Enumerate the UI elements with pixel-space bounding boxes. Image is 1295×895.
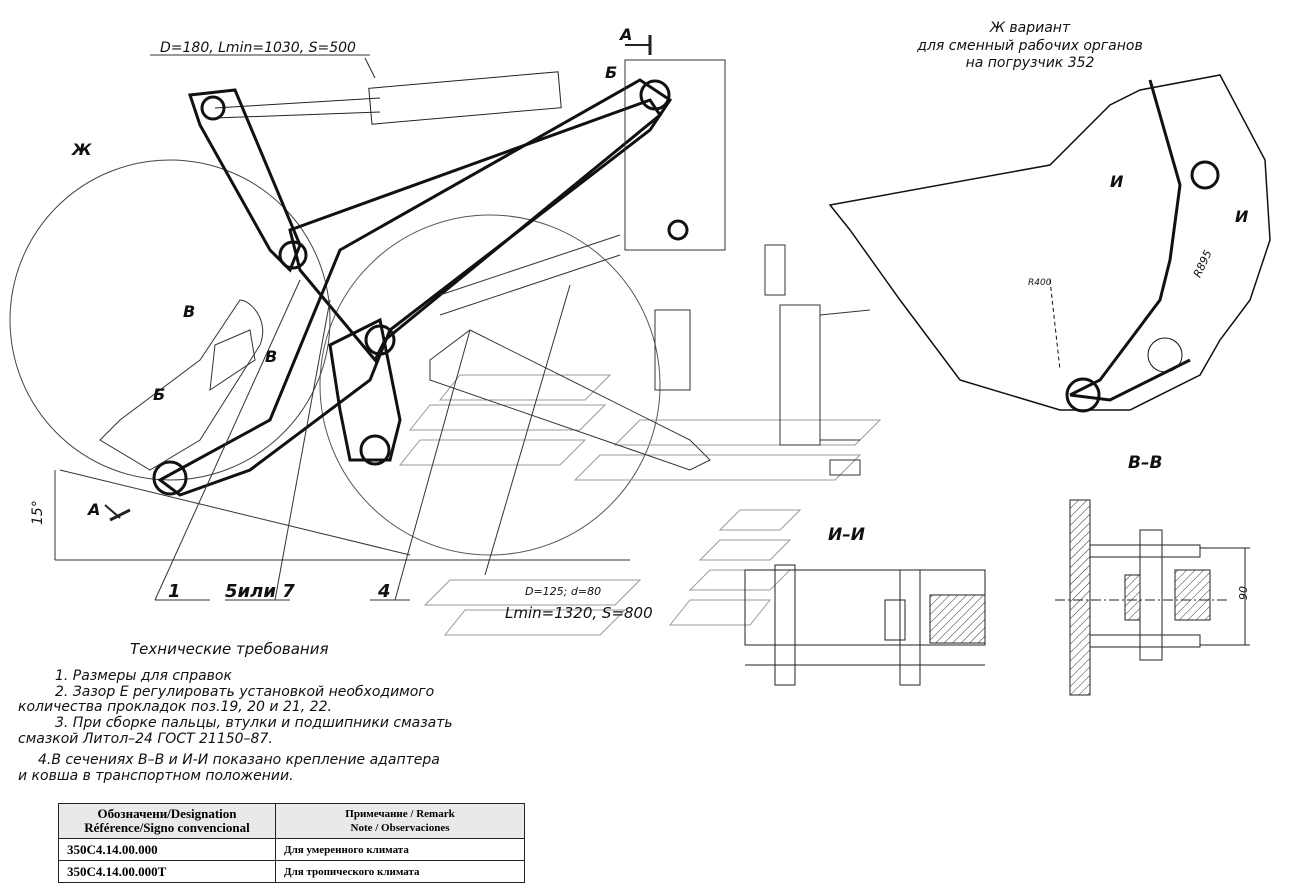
angle-label: 15° <box>30 500 46 525</box>
pin-8 <box>1190 160 1220 190</box>
remark-cell: Для тропического климата <box>275 860 525 883</box>
position-5-or-7: 5или 7 <box>225 581 295 602</box>
boom-arm <box>157 78 673 497</box>
header-designation: Обозначени/Designation Référence/Signo c… <box>58 803 276 839</box>
spec-table: Обозначени/Designation Référence/Signo c… <box>58 803 525 883</box>
ground-line-2 <box>59 469 411 556</box>
swing-circle <box>9 159 331 481</box>
pin-2 <box>639 79 671 111</box>
mark-zh: Ж <box>71 140 92 159</box>
tech-req-item-6: 4.В сечениях В–В и И-И показано креплени… <box>38 752 440 768</box>
watermark-shapes <box>398 374 882 636</box>
mark-v-left: В <box>183 302 195 321</box>
frame-plate <box>624 59 726 251</box>
lift-cylinder-body <box>368 71 562 125</box>
mark-i-left: И <box>1110 172 1124 191</box>
pin-1 <box>200 95 226 121</box>
header-designation-line-1: Обозначени/Designation <box>97 806 237 821</box>
mark-b-top: Б <box>605 63 617 82</box>
header-remark: Примечание / Remark Note / Observaciones <box>275 803 525 839</box>
position-4: 4 <box>377 581 391 602</box>
bucket-left <box>99 299 264 471</box>
header-designation-line-2: Référence/Signo convencional <box>84 820 250 835</box>
cylinder-top-label: D=180, Lmin=1030, S=500 <box>160 40 356 56</box>
section-ii <box>744 564 986 686</box>
designation-cell: 350С4.14.00.000 <box>58 838 276 861</box>
tech-req-title: Технические требования <box>130 640 329 658</box>
section-ii-label: И–И <box>828 525 865 545</box>
variant-line-3: на погрузчик 352 <box>966 55 1095 71</box>
mark-v-mid: В <box>265 347 277 366</box>
pin-5 <box>359 434 391 466</box>
header-remark-line-2: Note / Observaciones <box>350 822 450 834</box>
variant-line-1: Ж вариант <box>989 20 1071 36</box>
pin-3 <box>278 240 308 270</box>
table-row: 350С4.14.00.000 Для умеренного климата <box>58 838 525 861</box>
swing-circle-2 <box>319 214 661 556</box>
frame-bracket <box>654 309 691 391</box>
designation-cell: 350С4.14.00.000Т <box>58 860 276 883</box>
bucket-right <box>828 74 1271 411</box>
pin-9 <box>1065 377 1101 413</box>
remark-cell: Для умеренного климата <box>275 838 525 861</box>
pin-7 <box>667 219 689 241</box>
mark-a-top: А <box>618 25 632 44</box>
variant-line-2: для сменный рабочих органов <box>916 38 1142 54</box>
mark-b-left: Б <box>153 385 165 404</box>
tech-req-item-5: смазкой Литол–24 ГОСТ 21150–87. <box>18 731 273 747</box>
section-vv <box>1055 499 1250 696</box>
radius-r895: R895 <box>1191 248 1215 279</box>
header-remark-line-1: Примечание / Remark <box>345 808 455 820</box>
tech-req-item-3: количества прокладок поз.19, 20 и 21, 22… <box>18 699 332 715</box>
lower-link <box>288 98 663 363</box>
table-row: 350С4.14.00.000Т Для тропического климат… <box>58 860 525 883</box>
tech-req-item-2: 2. Зазор Е регулировать установкой необх… <box>55 684 435 700</box>
cylinder-bottom-line-1: D=125; d=80 <box>525 585 601 598</box>
radius-r400: R400 <box>1028 278 1052 288</box>
pin-6 <box>152 460 188 496</box>
frame-column <box>779 304 821 446</box>
dim-90-label: 90 <box>1237 586 1250 600</box>
tech-req-item-1: 1. Размеры для справок <box>55 668 232 684</box>
mark-a-bottom: А <box>86 500 100 519</box>
cylinder-bottom-line-2: Lmin=1320, S=800 <box>505 604 653 622</box>
tech-req-item-4: 3. При сборке пальцы, втулки и подшипник… <box>55 715 453 731</box>
section-vv-label: В–В <box>1128 453 1162 473</box>
position-1: 1 <box>168 581 181 602</box>
tech-req-item-7: и ковша в транспортном положении. <box>18 768 294 784</box>
pin-4 <box>364 324 396 356</box>
bellcrank-link <box>187 88 302 273</box>
mark-i-right: И <box>1235 207 1249 226</box>
tilt-link <box>328 317 402 462</box>
spec-table-header: Обозначени/Designation Référence/Signo c… <box>58 803 525 839</box>
